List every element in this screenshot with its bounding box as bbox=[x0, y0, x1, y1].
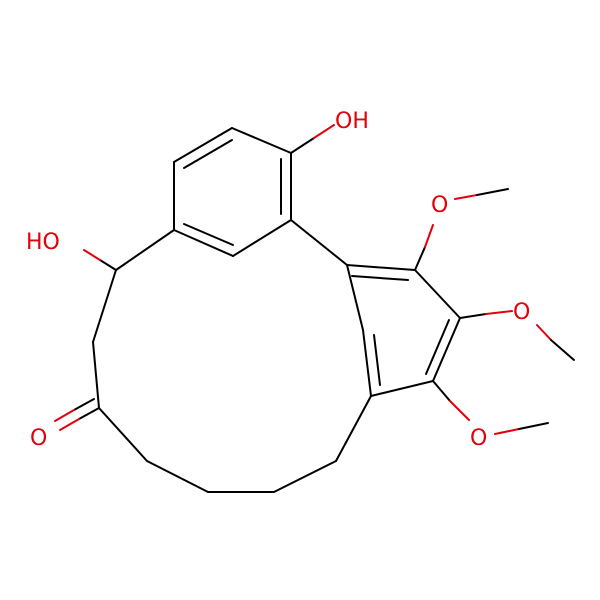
bond bbox=[346, 264, 364, 331]
bond bbox=[59, 418, 80, 431]
bond bbox=[432, 380, 451, 402]
bond bbox=[173, 229, 234, 257]
bond bbox=[459, 313, 487, 319]
macrocycle-chain bbox=[92, 229, 372, 493]
bond bbox=[454, 194, 478, 200]
bond bbox=[414, 246, 426, 271]
double-bond-inner bbox=[183, 139, 233, 169]
bond bbox=[273, 460, 337, 493]
methoxy-oxygen-label: O bbox=[431, 193, 448, 218]
bond bbox=[99, 259, 117, 271]
bond bbox=[232, 219, 292, 257]
ketone-oxygen-label: O bbox=[30, 426, 47, 451]
bond bbox=[73, 398, 95, 411]
bond bbox=[550, 339, 575, 361]
alcohol-ho-label: HO bbox=[26, 230, 60, 255]
benzene-ring-right bbox=[346, 264, 461, 397]
double-bond-inner bbox=[373, 334, 381, 386]
bond bbox=[362, 329, 372, 397]
bond bbox=[290, 137, 315, 154]
bond bbox=[146, 460, 209, 493]
bond bbox=[370, 380, 434, 397]
methoxy-oxygen-label: O bbox=[513, 300, 530, 325]
bond bbox=[54, 409, 75, 422]
benzene-ring-left bbox=[173, 127, 292, 257]
bond bbox=[83, 249, 101, 261]
bond bbox=[346, 264, 416, 271]
bond bbox=[536, 324, 552, 341]
methoxy-oxygen-label: O bbox=[470, 426, 487, 451]
bond bbox=[485, 310, 513, 315]
bond bbox=[494, 428, 520, 435]
oxygen-bonds bbox=[54, 124, 575, 435]
double-bond-inner bbox=[425, 319, 450, 375]
bond bbox=[424, 224, 434, 248]
bond bbox=[518, 422, 549, 430]
bond bbox=[335, 395, 372, 462]
biaryl-bond bbox=[290, 219, 348, 266]
bond bbox=[92, 341, 100, 409]
double-bond-inner bbox=[351, 275, 409, 281]
double-bond-inner bbox=[183, 223, 234, 246]
bond bbox=[78, 407, 100, 420]
bond bbox=[432, 317, 461, 382]
bond bbox=[313, 124, 335, 139]
bond bbox=[449, 400, 470, 421]
bond bbox=[476, 188, 509, 196]
bond bbox=[414, 269, 461, 319]
bond bbox=[173, 127, 233, 163]
bond bbox=[115, 229, 175, 271]
bond bbox=[92, 269, 117, 343]
phenol-oh-label: OH bbox=[335, 109, 369, 134]
bond bbox=[231, 127, 292, 154]
bond bbox=[98, 407, 148, 462]
